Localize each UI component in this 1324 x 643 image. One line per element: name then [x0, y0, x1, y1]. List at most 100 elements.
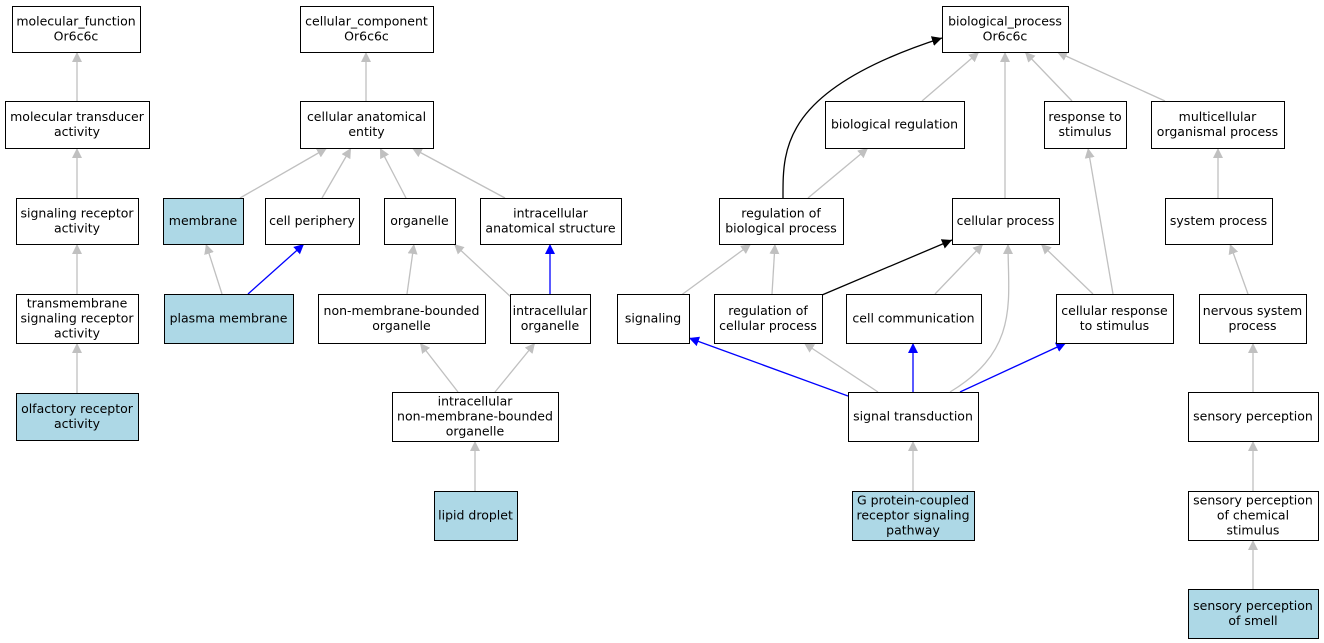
- node-label: membrane: [169, 213, 238, 228]
- node-box: [1044, 101, 1127, 149]
- node-box: [1188, 491, 1319, 541]
- node-box: [16, 198, 139, 245]
- node-box: [300, 101, 434, 149]
- node-box: [846, 294, 982, 344]
- node-label: signal transduction: [853, 409, 973, 424]
- edge-is_a-biological-regulation-to-biological-process: [921, 51, 980, 102]
- edge-part_of-signal-transduction-to-signaling: [688, 336, 849, 397]
- node-box: [1056, 294, 1174, 344]
- edge-is_a-intracellular-anatomical-structure-to-cellular-anatomical-entity: [411, 147, 506, 199]
- edge-is_a-response-to-stimulus-to-biological-process: [1024, 51, 1073, 102]
- node-box: [1165, 198, 1273, 245]
- edge-is_a-non-membrane-bounded-organelle-to-organelle: [406, 243, 418, 295]
- node-box: [942, 6, 1069, 53]
- edge-is_a-regulation-of-cellular-process-to-regulation-of-biological-process: [769, 243, 780, 295]
- node-lipid-droplet[interactable]: lipid droplet: [434, 491, 518, 541]
- node-label: lipid droplet: [438, 508, 513, 523]
- node-cell-communication[interactable]: cell communication: [846, 294, 982, 344]
- edge-is_a-cellular-response-to-stimulus-to-response-to-stimulus: [1084, 147, 1114, 295]
- edge-is_a-regulation-of-biological-process-to-biological-regulation: [807, 147, 869, 199]
- node-biological-regulation[interactable]: biological regulation: [825, 101, 965, 149]
- node-organelle[interactable]: organelle: [384, 198, 456, 245]
- node-label: signaling: [625, 311, 681, 326]
- node-box: [265, 198, 360, 245]
- node-box: [852, 491, 975, 541]
- edge-part_of-plasma-membrane-to-cell-periphery: [247, 243, 305, 295]
- node-box: [163, 198, 244, 245]
- node-sensory-perception[interactable]: sensory perception: [1188, 392, 1319, 442]
- node-box: [434, 491, 518, 541]
- node-box: [714, 294, 823, 344]
- node-box: [1188, 589, 1319, 639]
- node-box: [164, 294, 294, 344]
- node-label: organelle: [390, 213, 449, 228]
- edge-is_a-cell-communication-to-cellular-process: [934, 243, 984, 295]
- node-label: cell periphery: [269, 213, 355, 228]
- node-label: biological regulation: [831, 117, 958, 132]
- node-box: [384, 198, 456, 245]
- edge-is_a-multicellular-organismal-process-to-biological-process: [1056, 51, 1166, 102]
- node-box: [510, 294, 591, 344]
- node-box: [16, 294, 139, 344]
- edge-is_a-membrane-to-cellular-anatomical-entity: [239, 147, 328, 199]
- node-cellular-process[interactable]: cellular process: [952, 198, 1060, 245]
- edge-part_of-signal-transduction-to-cellular-response-to-stimulus: [959, 342, 1067, 393]
- node-box: [952, 198, 1060, 245]
- edge-is_a-intracellular-non-membrane-bounded-organelle-to-non-membrane-bounded-organelle: [419, 342, 459, 393]
- node-box: [848, 392, 979, 442]
- node-plasma-membrane[interactable]: plasma membrane: [164, 294, 294, 344]
- node-box: [12, 6, 141, 53]
- node-membrane[interactable]: membrane: [163, 198, 244, 245]
- node-label: sensory perception: [1193, 409, 1313, 424]
- edge-is_a-intracellular-organelle-to-organelle: [453, 243, 513, 299]
- node-label: system process: [1170, 213, 1267, 228]
- node-signal-transduction[interactable]: signal transduction: [848, 392, 979, 442]
- node-cell-periphery[interactable]: cell periphery: [265, 198, 360, 245]
- node-box: [392, 392, 559, 442]
- node-label: cell communication: [852, 311, 974, 326]
- node-label: cellular process: [957, 213, 1055, 228]
- edge-is_a-signal-transduction-to-regulation-of-cellular-process: [803, 342, 879, 393]
- edge-is_a-organelle-to-cellular-anatomical-entity: [379, 147, 407, 199]
- node-box: [825, 101, 965, 149]
- node-signaling[interactable]: signaling: [617, 294, 690, 344]
- node-system-process[interactable]: system process: [1165, 198, 1273, 245]
